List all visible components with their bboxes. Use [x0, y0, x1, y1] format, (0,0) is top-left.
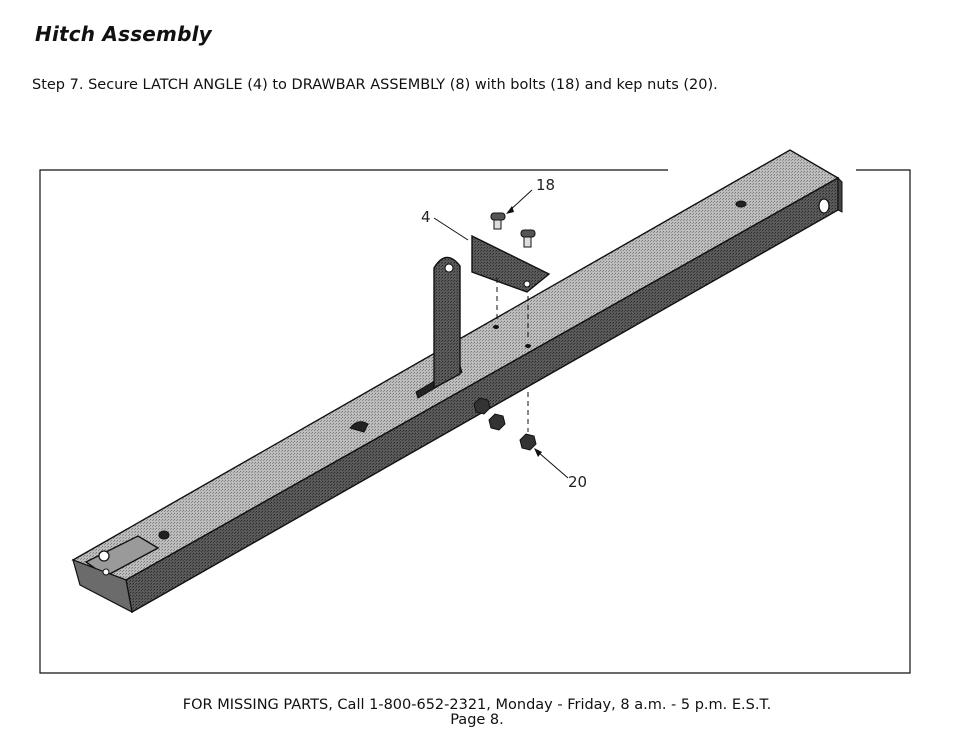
bolt-18: [520, 229, 536, 248]
kep-nut-20: [473, 397, 491, 415]
drawbar-hole: [493, 325, 499, 329]
bracket-hole: [98, 550, 110, 562]
drawbar-end-face: [837, 176, 843, 213]
drawbar-end-hole: [818, 198, 830, 214]
leader-arrowhead: [534, 448, 542, 457]
missing-parts-notice: FOR MISSING PARTS, Call 1-800-652-2321, …: [182, 697, 772, 713]
drawbar-slot: [349, 421, 369, 433]
page-number: Page 8.: [450, 712, 504, 728]
bolt-18: [490, 212, 506, 230]
drawbar-hole: [158, 530, 170, 540]
bracket-lower-hole: [102, 568, 110, 576]
callout-20: 20: [568, 473, 587, 491]
drawbar-hole: [525, 344, 531, 348]
drawbar-hole: [735, 200, 747, 208]
kep-nut-20: [488, 413, 506, 431]
step-instruction: Step 7. Secure LATCH ANGLE (4) to DRAWBA…: [32, 77, 718, 93]
diagram-frame: [39, 169, 911, 674]
callout-leader: [537, 451, 569, 479]
kep-nut-20: [519, 433, 537, 451]
latch-angle-hole: [523, 280, 531, 288]
leader-arrowhead: [506, 206, 514, 214]
upright-plate-hole: [444, 263, 454, 273]
upright-plate: [433, 256, 461, 390]
callout-18: 18: [536, 176, 555, 194]
page-title: Hitch Assembly: [35, 22, 212, 46]
callout-leader: [433, 217, 469, 241]
latch-angle: [471, 234, 551, 293]
callout-4: 4: [421, 208, 431, 226]
